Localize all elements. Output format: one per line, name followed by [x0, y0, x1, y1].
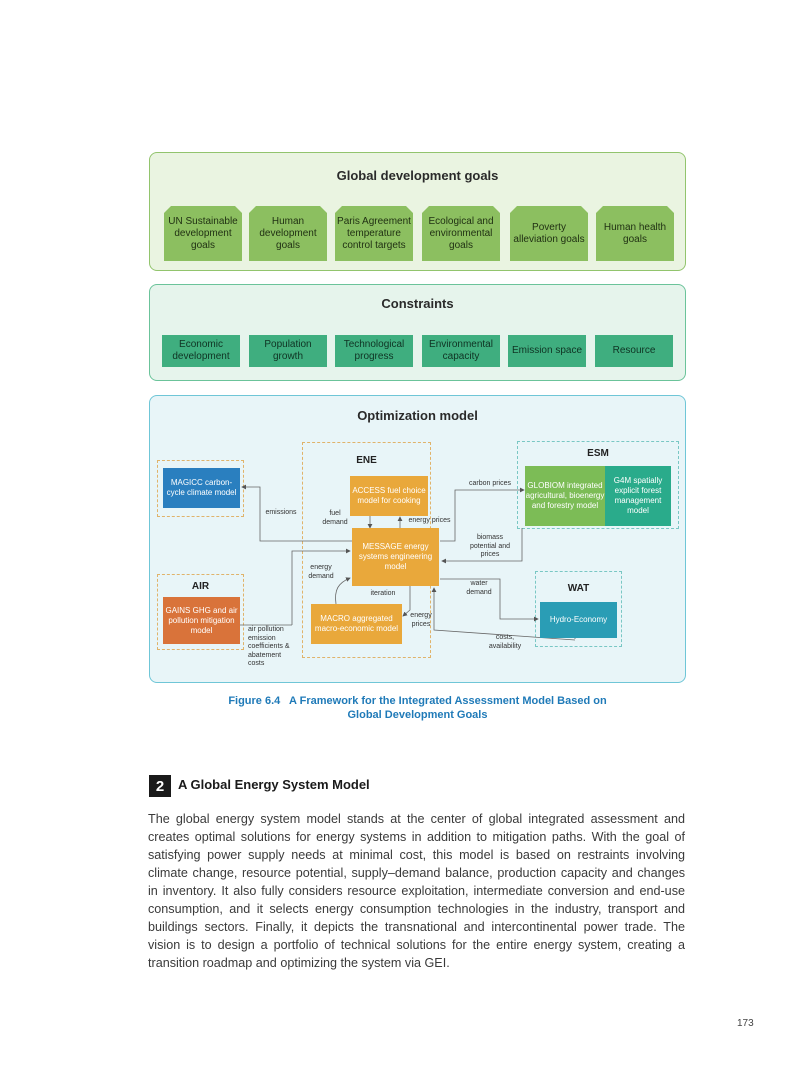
wat-frame: WAT [535, 571, 622, 647]
goals-title: Global development goals [336, 168, 499, 183]
air-title: AIR [191, 581, 210, 592]
magicc-box: MAGICC carbon-cycle climate model [163, 468, 240, 508]
access-box: ACCESS fuel choice model for cooking [350, 476, 428, 516]
label-energy-prices-bottom: energy prices [410, 612, 432, 628]
air-frame: AIR [157, 574, 244, 650]
arrow-iteration [335, 577, 351, 605]
constraint-resource: Resource [595, 335, 673, 367]
body-paragraph: The global energy system model stands at… [148, 812, 685, 970]
goal-ecological: Ecological and environmental goals [422, 206, 500, 261]
goal-human-health: Human health goals [596, 206, 674, 261]
label-energy-prices-top: energy prices [408, 517, 451, 524]
goals-panel: Global development goals UN Sustainable … [149, 152, 686, 271]
label-biomass: biomass potential and prices [469, 534, 511, 558]
constraint-economic: Economic development [162, 335, 240, 367]
gains-box: GAINS GHG and air pollution mitigation m… [163, 597, 240, 644]
label-air-pollution: air pollution emission coefficients & ab… [248, 626, 290, 667]
hydro-economy-box: Hydro-Economy [540, 602, 617, 638]
goal-un-sdg: UN Sustainable development goals [164, 206, 242, 261]
g4m-box: G4M spatially explicit forest management… [605, 466, 671, 526]
arrow-energy-prices-bottom [402, 586, 411, 617]
goal-poverty: Poverty alleviation goals [510, 206, 588, 261]
figure-caption-line1: Figure 6.4 A Framework for the Integrate… [228, 695, 607, 707]
constraint-emission: Emission space [508, 335, 586, 367]
message-box: MESSAGE energy systems engineering model [352, 528, 439, 586]
page-number: 173 [737, 1018, 754, 1029]
macro-box: MACRO aggregated macro-economic model [311, 604, 402, 644]
ene-title: ENE [356, 455, 377, 466]
goal-paris-agreement: Paris Agreement temperature control targ… [335, 206, 413, 261]
label-energy-demand: energy demand [308, 564, 334, 580]
figure-caption: Figure 6.4 A Framework for the Integrate… [149, 694, 686, 722]
label-iteration: iteration [370, 590, 396, 597]
section-title: A Global Energy System Model [178, 777, 370, 792]
arrow-water-demand [440, 578, 539, 622]
label-fuel-demand: fuel demand [322, 510, 348, 526]
arrow-energy-demand [291, 548, 351, 625]
section-number: 2 [149, 775, 171, 797]
wat-title: WAT [567, 583, 590, 594]
arrow-biomass [441, 528, 523, 564]
label-carbon-prices: carbon prices [468, 480, 512, 487]
figure-caption-line2: Global Development Goals [347, 709, 488, 721]
constraint-population: Population growth [249, 335, 327, 367]
constraint-technological: Technological progress [335, 335, 413, 367]
arrow-emissions [241, 484, 352, 542]
goal-human-development: Human development goals [249, 206, 327, 261]
label-costs: costs, availability [488, 634, 522, 650]
globiom-box: GLOBIOM integrated agricultural, bioener… [525, 466, 605, 526]
arrow-carbon-prices [440, 487, 525, 542]
optimization-title: Optimization model [357, 408, 478, 423]
label-emissions: emissions [265, 509, 297, 516]
constraints-panel: Constraints Economic development Populat… [149, 284, 686, 381]
label-water-demand: water demand [466, 580, 492, 596]
constraint-environmental: Environmental capacity [422, 335, 500, 367]
esm-title: ESM [587, 448, 609, 459]
constraints-title: Constraints [381, 296, 454, 311]
esm-frame: ESM [517, 441, 679, 529]
